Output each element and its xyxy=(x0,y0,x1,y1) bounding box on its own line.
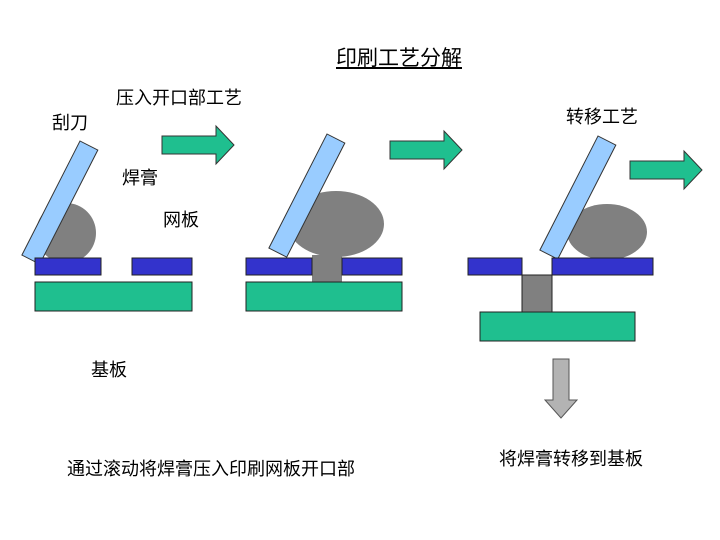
substrate xyxy=(479,311,636,342)
label-substrate: 基板 xyxy=(91,360,127,381)
stencil-right xyxy=(131,257,193,276)
label-press-into-opening: 压入开口部工艺 xyxy=(116,88,242,109)
substrate xyxy=(34,281,193,312)
squeegee-blade xyxy=(539,135,617,260)
stage-3 xyxy=(467,135,654,342)
stencil-left xyxy=(245,257,313,276)
stencil-left xyxy=(34,257,102,276)
label-solder-paste: 焊膏 xyxy=(122,168,158,189)
label-transfer-process: 转移工艺 xyxy=(566,107,638,128)
paste-deposit xyxy=(521,274,553,313)
process-arrow-3 xyxy=(629,149,703,191)
squeegee-blade xyxy=(268,133,346,258)
process-arrow-1 xyxy=(161,124,235,166)
paste-in-opening xyxy=(312,255,342,282)
stencil-right xyxy=(341,257,403,276)
label-squeegee: 刮刀 xyxy=(52,113,88,134)
substrate xyxy=(245,281,403,312)
label-stencil: 网板 xyxy=(163,210,199,231)
squeegee-blade xyxy=(21,140,99,265)
stencil-right xyxy=(551,257,654,276)
stage-2 xyxy=(245,133,403,312)
solder-paste-blob xyxy=(567,204,647,260)
stage-1 xyxy=(21,140,193,312)
page-title: 印刷工艺分解 xyxy=(336,46,462,70)
down-arrow xyxy=(543,358,579,419)
stencil-left xyxy=(467,257,523,276)
process-arrow-2 xyxy=(389,129,463,171)
caption-right: 将焊膏转移到基板 xyxy=(499,449,643,470)
caption-left: 通过滚动将焊膏压入印刷网板开口部 xyxy=(67,459,355,480)
